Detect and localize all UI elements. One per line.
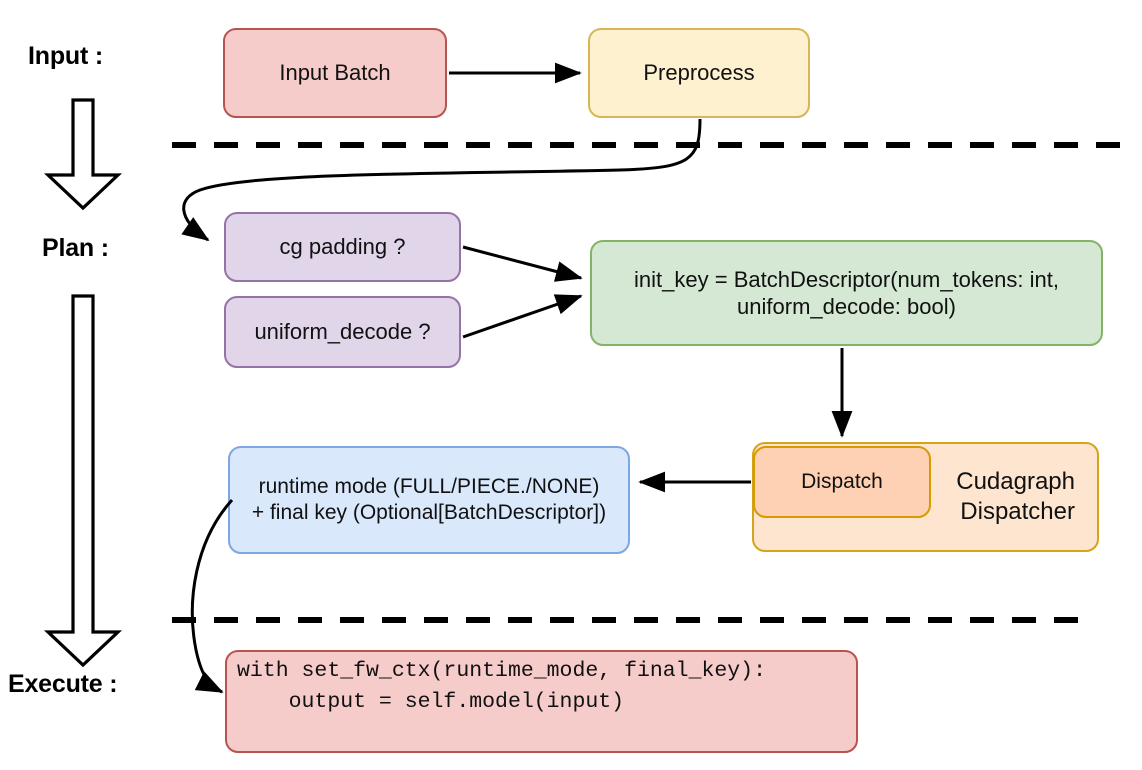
node-execute-code-line-1: with set_fw_ctx(runtime_mode, final_key)… (237, 659, 766, 683)
node-cudagraph-dispatcher-line-2: Dispatcher (960, 498, 1075, 525)
node-init-key-line-2: uniform_decode: bool) (737, 294, 956, 319)
node-execute-code-line-2: output = self.model(input) (237, 690, 625, 715)
stage-label-input: Input : (28, 42, 103, 70)
node-cg-padding-label: cg padding ? (279, 234, 406, 260)
input-to-plan-flow-arrow (43, 98, 123, 211)
node-runtime-mode-line-2: + final key (Optional[BatchDescriptor]) (251, 501, 607, 524)
node-uniform-decode-label: uniform_decode ? (254, 319, 431, 345)
node-input-batch-label: Input Batch (279, 60, 391, 86)
node-init-key-line-1: init_key = BatchDescriptor(num_tokens: i… (634, 266, 1059, 292)
node-preprocess-label: Preprocess (643, 60, 755, 86)
node-dispatch[interactable]: Dispatch (753, 446, 931, 518)
node-preprocess[interactable]: Preprocess (588, 28, 810, 118)
node-cg-padding[interactable]: cg padding ? (224, 212, 461, 282)
stage-label-plan: Plan : (42, 234, 109, 262)
node-cudagraph-dispatcher-line-1: Cudagraph (956, 468, 1075, 496)
edge-cg-padding-to-init-key (462, 245, 583, 282)
node-execute-code[interactable]: with set_fw_ctx(runtime_mode, final_key)… (225, 650, 858, 753)
edge-uniform-decode-to-init-key (462, 294, 583, 339)
node-runtime-mode[interactable]: runtime mode (FULL/PIECE./NONE) + final … (228, 446, 630, 554)
node-uniform-decode[interactable]: uniform_decode ? (224, 296, 461, 368)
node-runtime-mode-line-1: runtime mode (FULL/PIECE./NONE) (258, 474, 600, 498)
stage-label-execute: Execute : (8, 670, 118, 698)
plan-to-execute-flow-arrow (43, 294, 123, 668)
node-dispatch-label: Dispatch (801, 469, 883, 493)
node-input-batch[interactable]: Input Batch (223, 28, 447, 118)
node-init-key[interactable]: init_key = BatchDescriptor(num_tokens: i… (590, 240, 1103, 346)
